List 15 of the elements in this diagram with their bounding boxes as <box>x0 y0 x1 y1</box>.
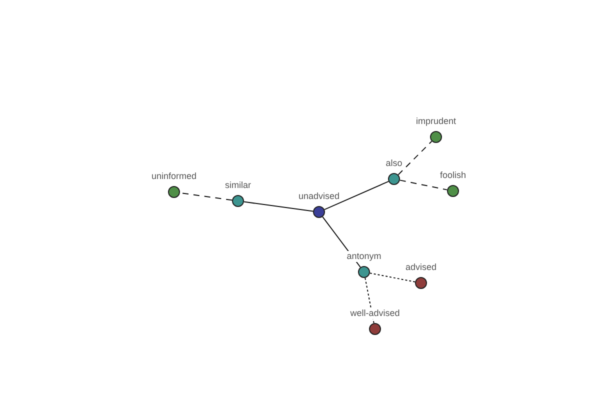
node-label: unadvised <box>297 191 341 202</box>
node-label: advised <box>404 262 438 273</box>
node-label: imprudent <box>414 116 458 127</box>
node-label: similar <box>224 180 252 191</box>
node-label: antonym <box>346 251 382 262</box>
connector-line <box>364 277 374 324</box>
connector-line <box>399 180 448 190</box>
node-label: foolish <box>439 170 467 181</box>
connector-line <box>369 272 416 282</box>
node-label: also <box>384 158 404 169</box>
connector-line <box>243 201 314 212</box>
node-label: uninformed <box>150 171 198 182</box>
connector-line <box>398 140 432 176</box>
connector-line <box>324 180 389 210</box>
node-label: well-advised <box>349 308 401 319</box>
